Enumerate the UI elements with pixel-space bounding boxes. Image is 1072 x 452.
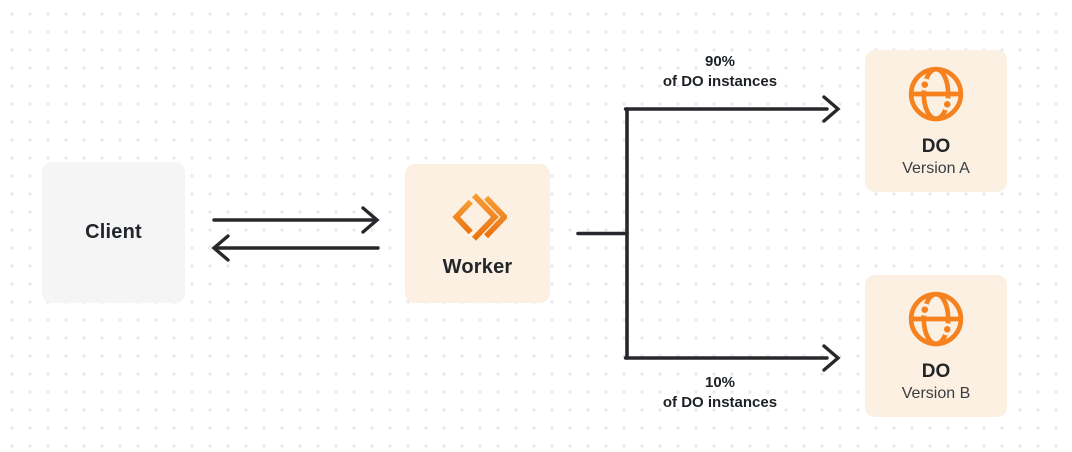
arrow-to-version-a xyxy=(623,95,841,123)
do-subtitle: Version A xyxy=(902,159,970,177)
node-do-version-b: DO Version B xyxy=(865,275,1007,417)
do-subtitle: Version B xyxy=(901,384,971,402)
cloudflare-workers-logo-icon xyxy=(451,193,507,241)
edge-label-10-percent: 10% of DO instances xyxy=(620,373,820,413)
node-client: Client xyxy=(42,162,185,303)
arrow-worker-to-client xyxy=(211,234,380,262)
worker-label: Worker xyxy=(442,256,513,278)
edge-label-percent: 10% xyxy=(704,374,736,391)
client-label: Client xyxy=(85,221,142,243)
edge-label-caption: of DO instances xyxy=(662,73,778,90)
arrow-to-version-b xyxy=(623,344,841,372)
do-title: DO xyxy=(921,360,951,382)
edge-label-caption: of DO instances xyxy=(662,394,778,411)
globe-icon xyxy=(908,66,964,121)
do-title: DO xyxy=(921,135,951,157)
node-worker: Worker xyxy=(405,164,550,303)
edge-label-percent: 90% xyxy=(704,53,736,70)
edge-label-90-percent: 90% of DO instances xyxy=(620,52,820,92)
node-do-version-a: DO Version A xyxy=(865,50,1007,192)
globe-icon xyxy=(908,291,964,346)
arrow-client-to-worker xyxy=(212,206,380,234)
branch-line xyxy=(576,107,629,360)
